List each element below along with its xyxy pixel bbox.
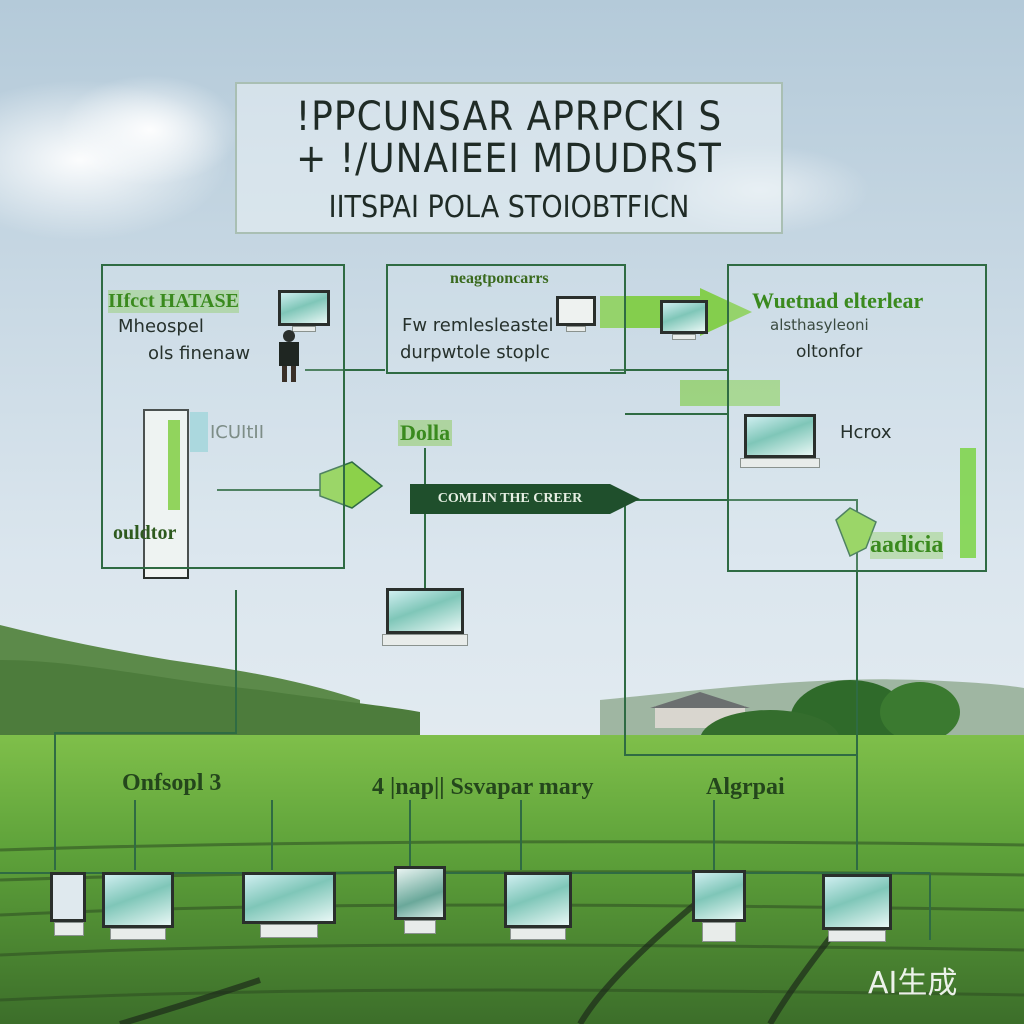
person-icon [276,330,302,382]
middle-panel-sub-label: Dolla [398,420,453,446]
left-panel-side-label: ICUItII [210,422,265,443]
middle-panel-line-1: Fw remlesleastel [402,315,554,336]
bottom-label-2: 4 |nap|| Ssvapar mary [372,774,594,800]
bottom-label-1: Onfsopl 3 [122,770,222,796]
left-panel-line-1: Mheospel [118,316,204,337]
monitor-icon [278,290,330,334]
middle-panel-heading: neagtponcarrs [450,270,549,287]
monitor-icon [556,296,596,334]
banner-arrow-icon [610,484,640,514]
monitor-icon [102,872,174,942]
title-line-3: IITSPAI POLA STOIOBTFICN [328,190,690,225]
monitor-icon [822,874,892,944]
laptop-icon [740,414,820,470]
left-panel-bottom-label: ouldtor [113,522,177,544]
center-banner: COMLIN THE CREER [410,484,610,514]
right-panel-bottom-label: aadicia [870,532,944,559]
bottom-label-3: Algrpai [706,774,785,800]
monitor-icon [660,300,708,342]
arrow-right-icon [319,461,384,509]
right-panel-heading: Wuetnad elterlear [752,288,924,313]
arrow-down-icon [835,507,877,558]
title-line-2: + !/UNAIEEI MDUDRST [296,136,722,182]
middle-panel-line-2: durpwtole stoplc [400,342,551,363]
title-line-1: !PPCUNSAR APRPCKI S [295,94,723,140]
left-panel-line-2: ols finenaw [148,343,251,364]
left-panel-heading: IIfcct HATASE [108,290,239,313]
right-panel-side-label: Hcrox [840,422,892,443]
title-box: !PPCUNSAR APRPCKI S + !/UNAIEEI MDUDRST … [235,82,783,234]
monitor-icon [242,872,336,942]
right-panel-line-2: oltonfor [796,342,863,362]
monitor-icon [504,872,572,942]
tower-icon [143,409,208,579]
ai-generated-watermark: AI生成 [868,966,958,1001]
right-panel-line-1: alsthasyleoni [770,316,869,334]
monitor-icon [50,872,94,938]
monitor-icon [394,866,446,938]
laptop-icon [382,588,468,648]
monitor-icon [692,870,752,946]
